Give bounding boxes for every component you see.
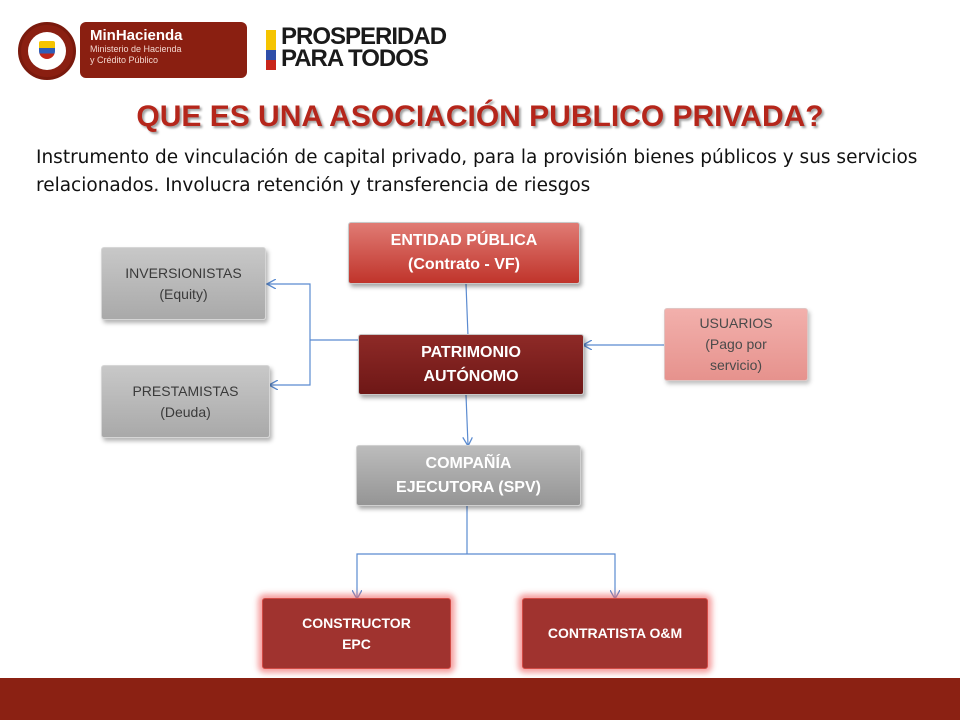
prosperidad-logo: PROSPERIDAD PARA TODOS [281,23,447,72]
colombia-seal-logo [18,22,76,80]
connector-to-contratista [467,553,615,598]
node-inversionistas: INVERSIONISTAS (Equity) [101,247,266,320]
footer-bar [0,678,960,720]
slogan-line-2: PARA TODOS [281,45,429,72]
node-usuarios: USUARIOS (Pago por servicio) [664,308,808,381]
connector-to-constructor [357,553,467,598]
connector-to-inversionistas [268,284,311,340]
connector-to-prestamistas [270,340,311,385]
coat-of-arms-icon [39,41,55,59]
node-compania-ejecutora: COMPAÑÍA EJECUTORA (SPV) [356,445,581,506]
ministry-logo-title: MinHacienda [90,27,183,44]
node-entidad-publica: ENTIDAD PÚBLICA (Contrato - VF) [348,222,580,284]
minhacienda-logo: MinHacienda Ministerio de Hacienda y Cré… [80,22,247,78]
ministry-logo-subtitle-2: y Crédito Público [90,55,159,65]
node-constructor-epc: CONSTRUCTOR EPC [262,598,451,669]
node-prestamistas: PRESTAMISTAS (Deuda) [101,365,270,438]
colombia-flag-icon [266,30,276,70]
node-patrimonio-autonomo: PATRIMONIO AUTÓNOMO [358,334,584,395]
connector-patrimonio-compania [466,394,468,445]
page-title: QUE ES UNA ASOCIACIÓN PUBLICO PRIVADA? [136,100,824,133]
description-text: Instrumento de vinculación de capital pr… [36,147,918,196]
ministry-logo-subtitle-1: Ministerio de Hacienda [90,44,182,54]
node-contratista-om: CONTRATISTA O&M [522,598,708,669]
slogan-line-1: PROSPERIDAD [281,23,447,50]
connector-entidad-patrimonio [465,283,469,337]
